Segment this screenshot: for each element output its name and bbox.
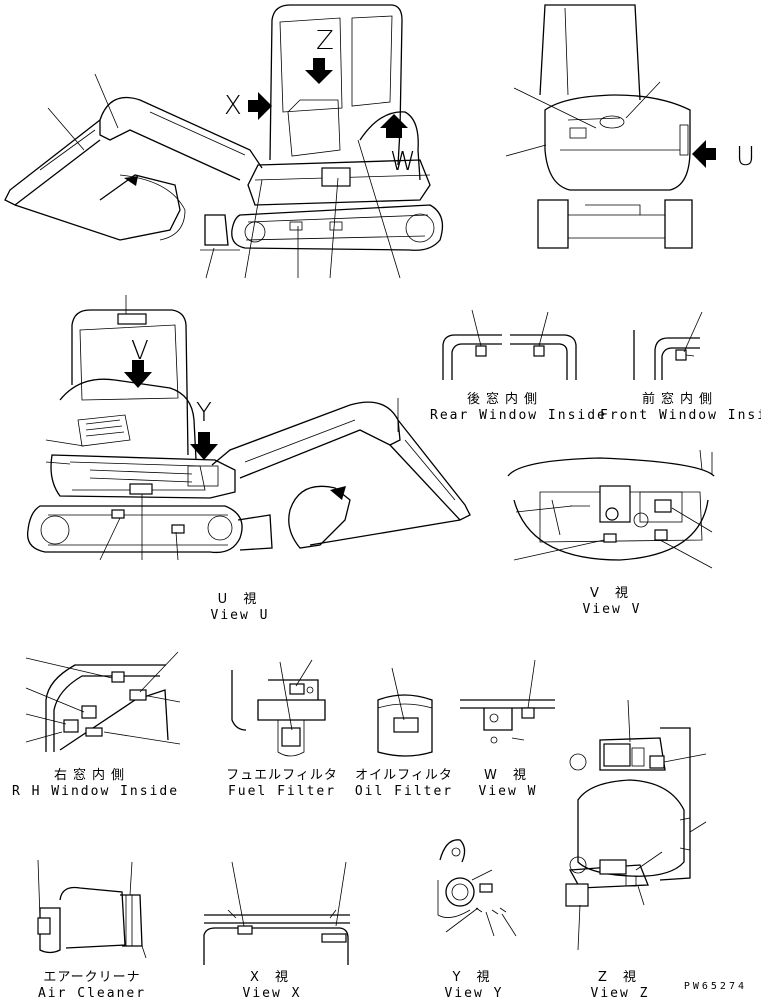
front-window-inside-detail xyxy=(633,311,703,380)
view-v-detail xyxy=(507,449,715,569)
rear-window-inside-detail xyxy=(442,309,577,380)
drawing-code: PW65274 xyxy=(683,981,747,992)
oil-filter-detail xyxy=(377,667,433,757)
front-window-caption: 前窓内側 Front Window Inside xyxy=(600,392,761,424)
view-z-marker: Z xyxy=(316,26,334,56)
excavator-right-side-view xyxy=(26,295,471,561)
view-v-caption-jp: V 視 xyxy=(589,586,635,601)
rh-window-caption-jp: 右窓内側 xyxy=(53,768,130,783)
front-window-caption-en: Front Window Inside xyxy=(600,408,761,423)
rh-window-inside-detail xyxy=(25,651,181,752)
view-u-caption-jp: U 視 xyxy=(217,592,263,607)
view-z-caption: Z 視 View Z xyxy=(580,970,660,1002)
view-z-caption-jp: Z 視 xyxy=(597,970,643,985)
fuel-filter-caption-en: Fuel Filter xyxy=(227,784,337,799)
fuel-filter-detail xyxy=(231,659,326,757)
rear-window-caption-en: Rear Window Inside xyxy=(430,408,607,423)
air-cleaner-detail xyxy=(37,859,147,959)
view-x-detail xyxy=(203,861,350,965)
excavator-left-side-view xyxy=(4,4,444,279)
view-x-marker: X xyxy=(224,91,242,121)
view-v-caption-en: View V xyxy=(582,602,642,617)
view-x-caption: X 視 View X xyxy=(232,970,312,1002)
rh-window-caption: 右窓内側 R H Window Inside xyxy=(12,768,180,800)
view-u-marker: U xyxy=(736,142,756,172)
rear-window-caption-jp: 後窓内側 xyxy=(466,392,543,407)
oil-filter-caption-jp: オイルフィルタ xyxy=(355,768,453,783)
view-w-caption: W 視 View W xyxy=(468,768,548,800)
view-u-caption-en: View U xyxy=(210,608,270,623)
view-z-detail xyxy=(565,699,707,951)
air-cleaner-caption-en: Air Cleaner xyxy=(37,986,147,1001)
view-w-marker: W xyxy=(390,147,416,177)
view-u-caption: U 視 View U xyxy=(200,592,280,624)
view-w-detail xyxy=(460,659,555,744)
front-window-caption-jp: 前窓内側 xyxy=(641,392,718,407)
view-y-caption-jp: Y 視 xyxy=(452,970,496,985)
view-v-marker: V xyxy=(131,336,149,366)
rh-window-caption-en: R H Window Inside xyxy=(12,784,180,799)
view-x-caption-jp: X 視 xyxy=(249,970,295,985)
view-w-caption-en: View W xyxy=(478,784,538,799)
view-v-caption: V 視 View V xyxy=(572,586,652,618)
oil-filter-caption-en: Oil Filter xyxy=(354,784,454,799)
view-y-marker: Y xyxy=(196,398,212,428)
view-w-caption-jp: W 視 xyxy=(484,768,532,783)
view-y-caption: Y 視 View Y xyxy=(434,970,514,1002)
view-y-detail xyxy=(437,839,517,937)
excavator-rear-view xyxy=(505,4,716,249)
air-cleaner-caption-jp: エアークリーナ xyxy=(43,970,141,985)
view-z-caption-en: View Z xyxy=(590,986,650,1001)
fuel-filter-caption: フュエルフィルタ Fuel Filter xyxy=(222,768,342,800)
rear-window-caption: 後窓内側 Rear Window Inside xyxy=(430,392,607,424)
air-cleaner-caption: エアークリーナ Air Cleaner xyxy=(30,970,154,1002)
view-x-caption-en: View X xyxy=(242,986,302,1001)
fuel-filter-caption-jp: フュエルフィルタ xyxy=(226,768,338,783)
view-y-caption-en: View Y xyxy=(444,986,504,1001)
oil-filter-caption: オイルフィルタ Oil Filter xyxy=(352,768,456,800)
